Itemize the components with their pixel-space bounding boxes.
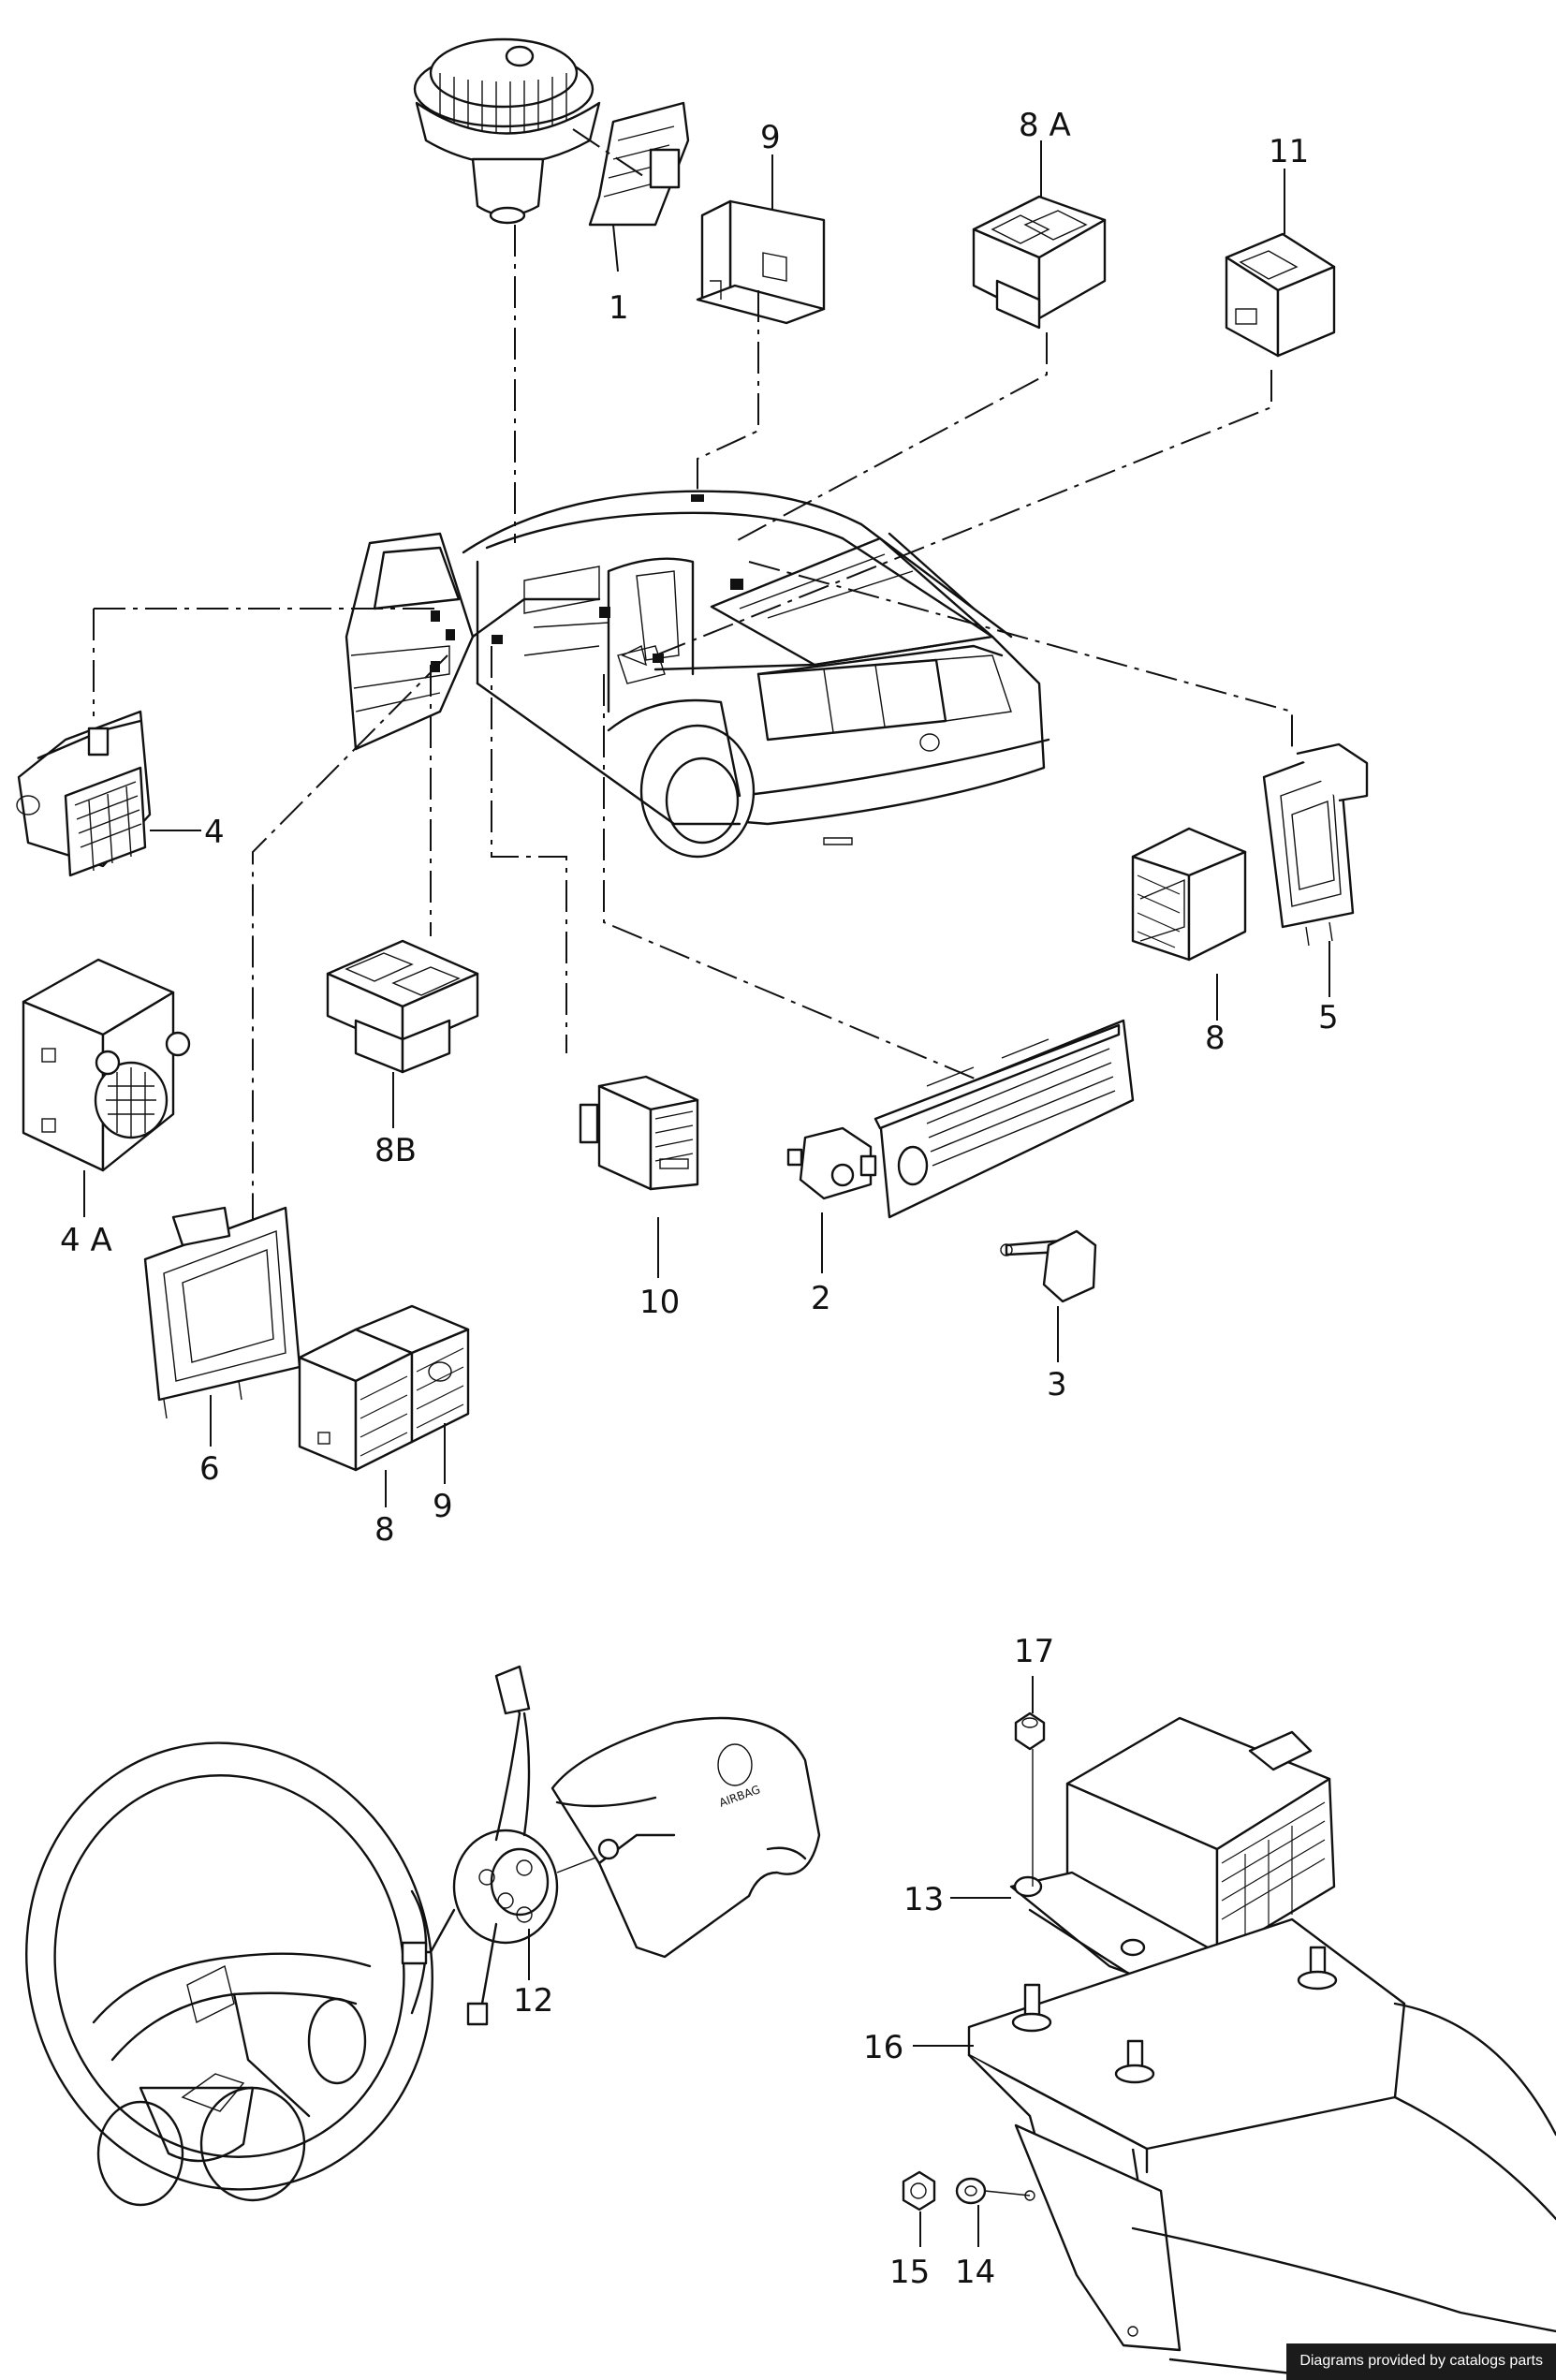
callout-9-bottom: 9 bbox=[433, 1488, 453, 1525]
callout-8-right: 8 bbox=[1205, 1020, 1226, 1057]
frame-6 bbox=[143, 1206, 301, 1419]
mounting-console-16 bbox=[967, 1917, 1556, 2380]
reference-lines bbox=[93, 225, 1293, 1264]
callout-10: 10 bbox=[639, 1284, 680, 1321]
callout-13: 13 bbox=[903, 1881, 944, 1918]
airbag-cover bbox=[550, 1716, 821, 1959]
washer-14 bbox=[955, 2177, 987, 2205]
knob-3 bbox=[1000, 1229, 1097, 1303]
callout-9-top: 9 bbox=[760, 119, 781, 156]
switch-10 bbox=[579, 1075, 699, 1191]
connector-4 bbox=[16, 710, 152, 877]
callout-11: 11 bbox=[1269, 133, 1309, 170]
nut-15 bbox=[902, 2170, 936, 2211]
callout-15: 15 bbox=[889, 2254, 930, 2291]
callout-16: 16 bbox=[863, 2029, 903, 2066]
clock-spring-12 bbox=[401, 1665, 559, 2026]
relay-4a bbox=[22, 958, 191, 1172]
frame-5 bbox=[1262, 742, 1369, 947]
callout-4: 4 bbox=[204, 814, 225, 851]
callout-8-bottom: 8 bbox=[374, 1511, 395, 1549]
series-resistor bbox=[588, 101, 690, 227]
switch-8b bbox=[326, 939, 479, 1074]
callout-8a: 8 A bbox=[1019, 107, 1071, 144]
airbag-control-unit bbox=[1009, 1716, 1336, 1996]
switch-8a bbox=[972, 195, 1107, 330]
switch-11 bbox=[1225, 232, 1336, 358]
blower-motor bbox=[413, 37, 601, 225]
relay-9 bbox=[696, 199, 826, 325]
switch-pair-8-9 bbox=[298, 1304, 470, 1472]
switch-2 bbox=[786, 1126, 873, 1200]
steering-wheel bbox=[25, 1741, 433, 2207]
car-body bbox=[345, 490, 1050, 859]
callout-5: 5 bbox=[1318, 999, 1339, 1036]
vent-panel bbox=[859, 1019, 1135, 1219]
callout-3: 3 bbox=[1047, 1366, 1067, 1403]
callout-6: 6 bbox=[199, 1450, 220, 1488]
callout-2: 2 bbox=[811, 1280, 831, 1317]
callout-17: 17 bbox=[1014, 1633, 1054, 1670]
callout-14: 14 bbox=[955, 2254, 995, 2291]
credit-badge: Diagrams provided by catalogs parts bbox=[1286, 2343, 1556, 2380]
callout-12: 12 bbox=[513, 1982, 553, 2020]
callout-4a: 4 A bbox=[60, 1222, 112, 1259]
callout-1: 1 bbox=[609, 289, 629, 327]
callout-8b: 8B bbox=[374, 1132, 417, 1169]
nut-17 bbox=[1014, 1712, 1046, 1751]
switch-8-right bbox=[1131, 827, 1247, 962]
